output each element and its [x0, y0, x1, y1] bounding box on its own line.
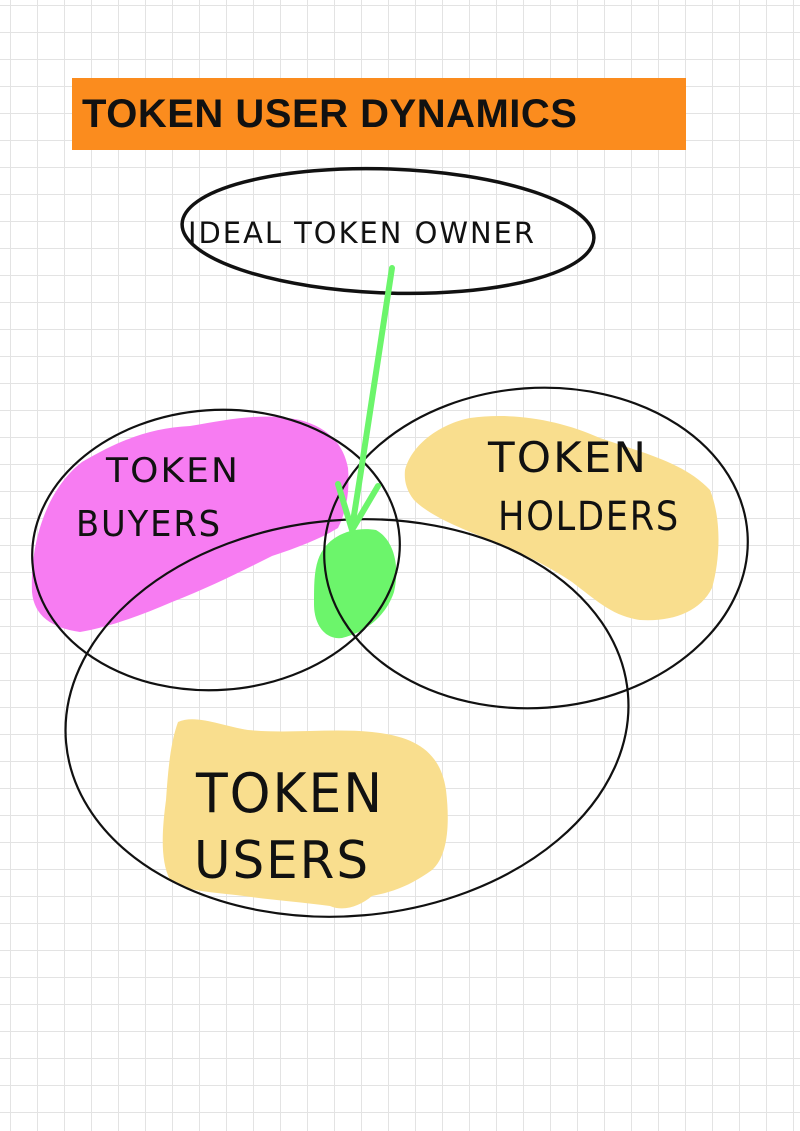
ideal-intersection-highlight: [314, 529, 397, 639]
users-highlight: [162, 719, 448, 909]
ideal-owner-label: IDEAL TOKEN OWNER: [188, 216, 536, 250]
buyers-ellipse: [31, 408, 401, 692]
holders-highlight: [404, 416, 719, 621]
buyers-label-line1: TOKEN: [105, 451, 240, 491]
holders-label-line1: TOKEN: [487, 433, 648, 482]
title-banner: TOKEN USER DYNAMICS: [72, 78, 686, 150]
page-title: TOKEN USER DYNAMICS: [82, 91, 578, 136]
arrow-to-intersection: [335, 265, 395, 538]
buyers-label-line2: BUYERS: [76, 504, 222, 545]
users-label-line2: USERS: [194, 831, 370, 891]
users-label-line1: TOKEN: [195, 762, 384, 825]
users-ellipse: [64, 518, 630, 918]
buyers-highlight: [31, 416, 349, 632]
holders-ellipse: [323, 386, 749, 710]
holders-label-line2: HOLDERS: [498, 494, 680, 540]
